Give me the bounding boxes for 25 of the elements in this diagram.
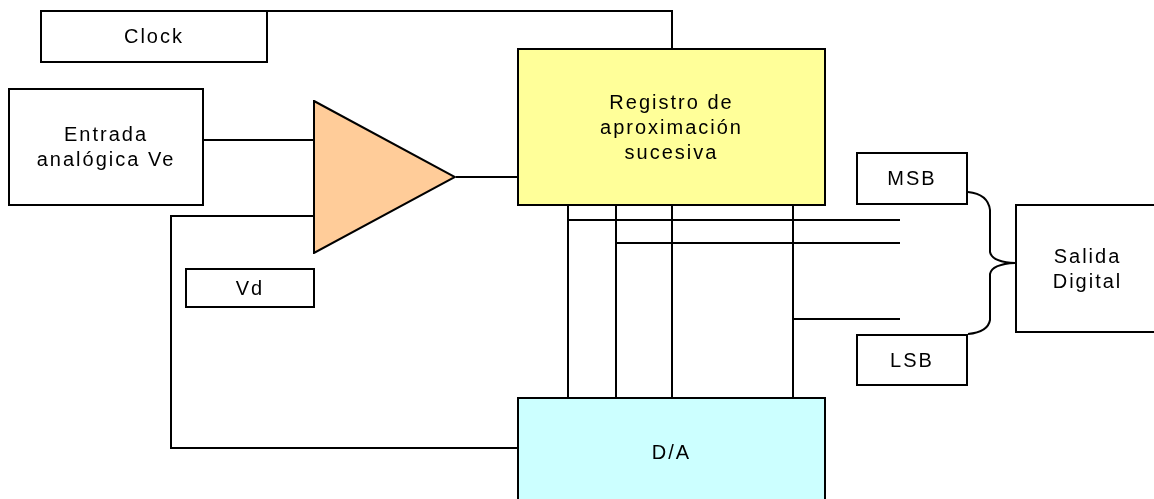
block-label: LSB <box>890 347 934 373</box>
block-label: Salida Digital <box>1051 243 1124 294</box>
connector-line <box>170 215 518 449</box>
block-label: Vd <box>235 275 265 301</box>
clock-box <box>40 10 268 63</box>
output-box <box>1015 204 1154 333</box>
connector-line <box>203 139 314 141</box>
bit-box <box>856 334 968 386</box>
block-label: Clock <box>124 24 184 49</box>
block-label: Registro de aproximación sucesiva <box>599 89 744 165</box>
bit-box <box>856 152 968 205</box>
connector-line <box>671 205 673 398</box>
block-label: MSB <box>887 166 937 191</box>
register-box <box>517 48 826 206</box>
connector-line <box>615 205 901 244</box>
connector-line <box>455 176 518 178</box>
block-label: Entrada analógica Ve <box>36 122 176 172</box>
converter-box <box>517 397 826 499</box>
comparator-triangle <box>313 100 456 254</box>
input-box <box>8 88 204 206</box>
block-label: D/A <box>651 439 692 465</box>
connector-line <box>267 10 673 49</box>
connector-line <box>792 205 901 320</box>
connector-line <box>567 205 901 221</box>
signal-box <box>185 268 315 308</box>
